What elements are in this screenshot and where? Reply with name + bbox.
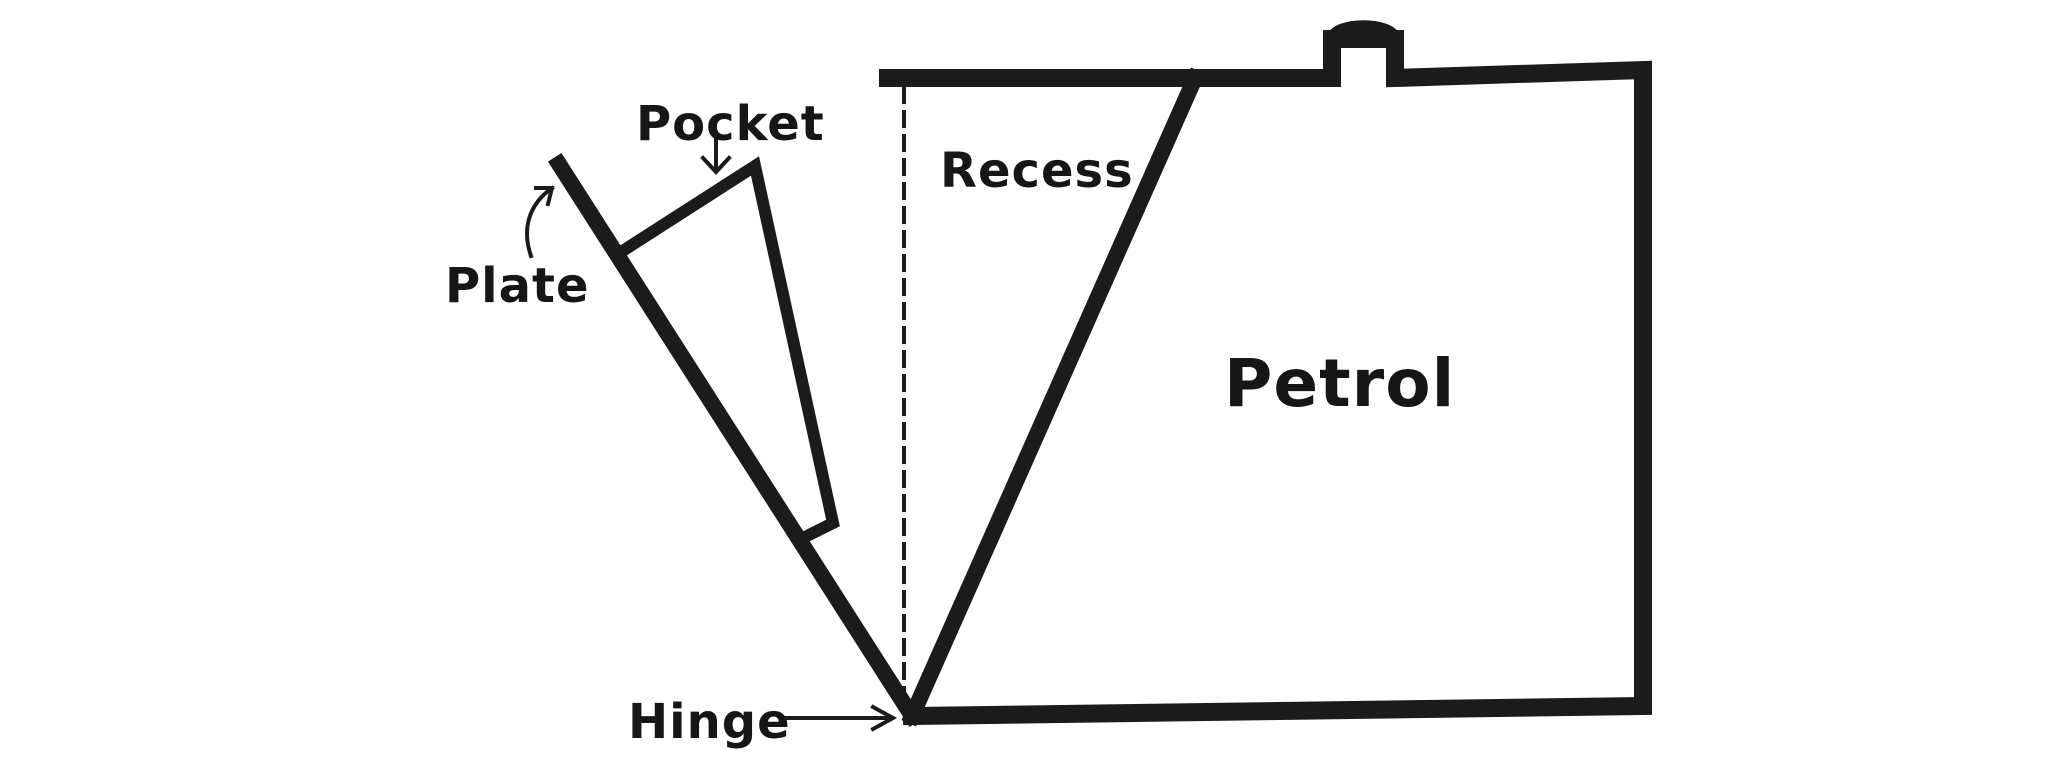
plate-label: Plate xyxy=(445,258,590,314)
pocket-outline xyxy=(612,156,840,545)
plate-arrow-head xyxy=(534,186,555,207)
recess-wall xyxy=(901,67,1206,727)
pocket-label: Pocket xyxy=(636,96,825,152)
hinge-label: Hinge xyxy=(628,694,791,750)
pocket-arrow-head xyxy=(700,155,732,175)
filler-cap xyxy=(1325,20,1402,46)
plate-arrow xyxy=(525,185,555,259)
recess-label: Recess xyxy=(940,143,1134,199)
petrol-label: Petrol xyxy=(1224,345,1455,422)
hinge-arrow-head xyxy=(870,704,898,732)
petrol-tank-outline xyxy=(879,30,1652,726)
